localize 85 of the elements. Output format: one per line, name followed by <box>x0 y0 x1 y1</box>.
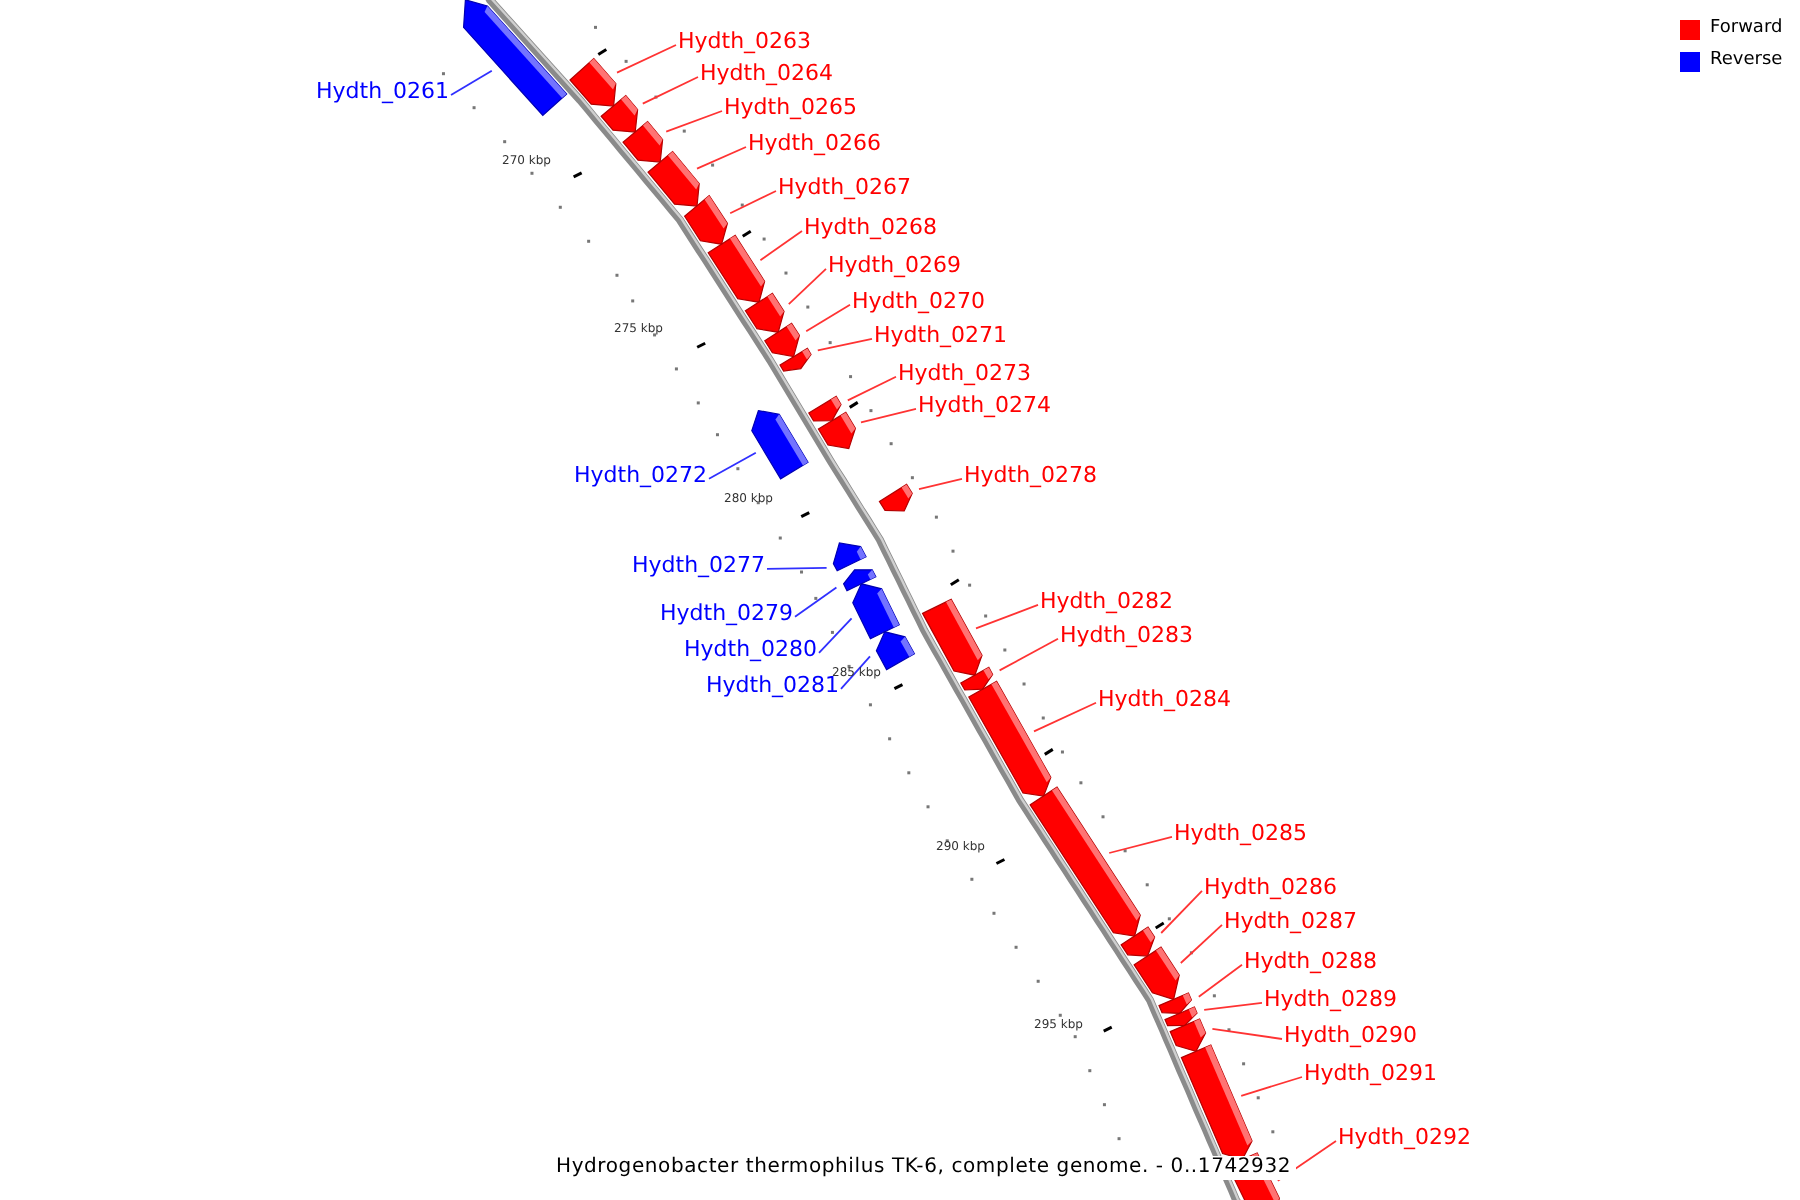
legend-label: Forward <box>1710 18 1783 40</box>
gene-block <box>968 680 1052 797</box>
gene-label: Hydth_0291 <box>1304 1060 1438 1086</box>
leader-line <box>708 451 757 480</box>
leader-line <box>1211 1027 1283 1040</box>
leader-line <box>805 303 851 333</box>
gene-label: Hydth_0284 <box>1098 686 1232 712</box>
gene-block <box>763 322 801 358</box>
gene-block <box>832 542 867 572</box>
gene-block <box>600 94 639 133</box>
gene-block <box>875 631 916 671</box>
leader-line <box>450 69 493 96</box>
leader-line <box>1179 923 1223 964</box>
leader-line <box>696 146 747 170</box>
gene-label: Hydth_0287 <box>1224 908 1358 934</box>
gene-label: Hydth_0278 <box>964 462 1098 488</box>
gene-label: Hydth_0261 <box>316 78 450 104</box>
gene-block <box>878 483 913 512</box>
gene-label: Hydth_0265 <box>724 94 858 120</box>
leader-line <box>794 586 838 618</box>
gene-label: Hydth_0292 <box>1338 1124 1472 1150</box>
gene-label: Hydth_0273 <box>898 360 1032 386</box>
gene-label: Hydth_0290 <box>1284 1022 1418 1048</box>
leader-line <box>1240 1076 1303 1097</box>
gene-label: Hydth_0279 <box>660 600 794 626</box>
leader-line <box>975 603 1039 630</box>
leader-line <box>816 337 873 352</box>
leader-line <box>1160 889 1203 934</box>
gene-label: Hydth_0288 <box>1244 948 1378 974</box>
leader-line <box>1108 835 1173 854</box>
leader-line <box>840 655 871 690</box>
leader-line <box>766 566 828 570</box>
gene-label: Hydth_0266 <box>748 130 882 156</box>
leader-line <box>1033 701 1097 733</box>
leader-line <box>846 375 897 402</box>
gene-block <box>744 292 785 333</box>
gene-label: Hydth_0268 <box>804 214 938 240</box>
gene-label: Hydth_0271 <box>874 322 1008 348</box>
gene-block <box>1120 926 1156 957</box>
gene-block <box>622 120 664 163</box>
gene-block <box>1133 946 1180 1001</box>
gene-block <box>751 409 809 480</box>
leader-line <box>918 477 963 491</box>
gene-block <box>1029 786 1141 937</box>
gene-label: Hydth_0285 <box>1174 820 1308 846</box>
leader-line <box>998 637 1059 672</box>
gene-block <box>463 0 568 117</box>
gene-block <box>1180 1044 1253 1161</box>
gene-label: Hydth_0277 <box>632 552 766 578</box>
gene-block <box>683 194 729 245</box>
gene-block <box>1169 1018 1207 1053</box>
gene-block <box>817 411 857 450</box>
gene-label: Hydth_0272 <box>574 462 708 488</box>
gene-label: Hydth_0269 <box>828 252 962 278</box>
gene-label: Hydth_0274 <box>918 392 1052 418</box>
gene-label: Hydth_0263 <box>678 28 812 54</box>
gene-label: Hydth_0286 <box>1204 874 1338 900</box>
leader-line <box>729 190 777 215</box>
gene-label: Hydth_0267 <box>778 174 912 200</box>
gene-block <box>959 666 994 691</box>
gene-label: Hydth_0264 <box>700 60 834 86</box>
gene-block <box>921 598 983 676</box>
gene-label: Hydth_0282 <box>1040 588 1174 614</box>
gene-label: Hydth_0281 <box>706 672 840 698</box>
leader-line <box>860 407 917 424</box>
leader-line <box>616 44 677 74</box>
leader-line <box>787 267 827 306</box>
gene-block <box>707 234 766 303</box>
gene-label: Hydth_0280 <box>684 636 818 662</box>
legend-label: Reverse <box>1710 50 1783 72</box>
leader-line <box>641 76 699 105</box>
gene-block <box>569 57 617 107</box>
gene-block <box>647 150 700 207</box>
gene-block <box>807 395 842 422</box>
gene-block <box>842 569 877 592</box>
leader-line <box>1197 963 1243 998</box>
gene-block <box>779 347 812 372</box>
gene-label: Hydth_0289 <box>1264 986 1398 1012</box>
gene-label: Hydth_0283 <box>1060 622 1194 648</box>
leader-line <box>1203 1001 1263 1011</box>
leader-line <box>818 617 853 654</box>
leader-line <box>665 110 723 133</box>
leader-line <box>759 230 803 262</box>
gene-label: Hydth_0270 <box>852 288 986 314</box>
map-caption: Hydrogenobacter thermophilus TK-6, complete genome. - 0..1742932 <box>552 1156 1296 1180</box>
